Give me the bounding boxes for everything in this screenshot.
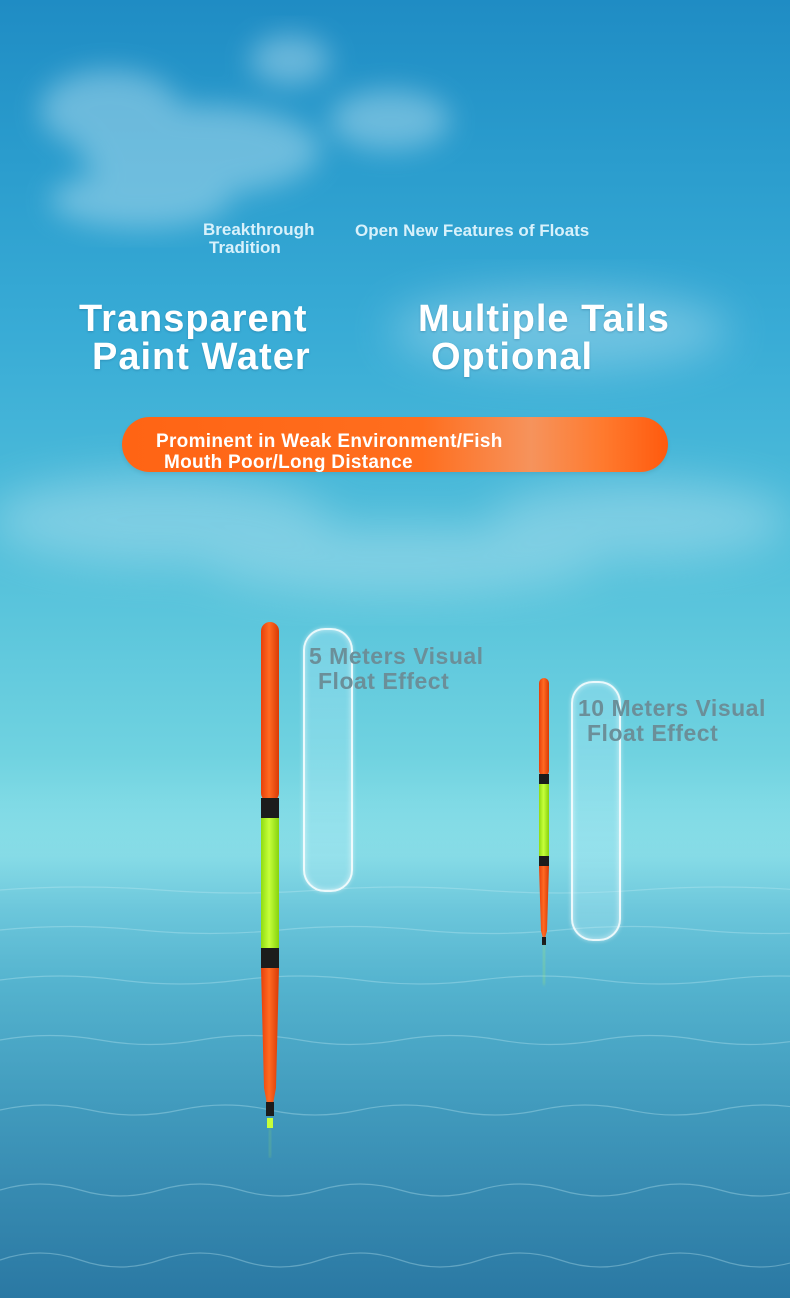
float-10m-band-top <box>539 774 549 784</box>
float-5m-illustration <box>261 622 279 1158</box>
prominent-banner: Prominent in Weak Environment/Fish Mouth… <box>122 417 668 473</box>
float-10m-reflection <box>543 945 545 985</box>
feature-right-line1: Multiple Tails <box>418 298 670 340</box>
banner-text: Prominent in Weak Environment/Fish Mouth… <box>156 431 503 473</box>
banner-line2: Mouth Poor/Long Distance <box>164 452 413 473</box>
float-10m-band-bottom <box>539 856 549 866</box>
glass-tube-5m <box>303 628 353 892</box>
float-5m-tip <box>261 622 279 802</box>
header-open-new-features: Open New Features of Floats <box>355 221 590 240</box>
visual-effect-5m-line1: 5 Meters Visual <box>309 643 484 669</box>
visual-effect-5m-line2: Float Effect <box>318 668 450 694</box>
visual-effect-10m-line1: 10 Meters Visual <box>578 695 766 721</box>
float-5m-stem <box>266 1102 274 1116</box>
banner-line1: Prominent in Weak Environment/Fish <box>156 431 503 452</box>
glass-tube-10m <box>571 681 621 941</box>
float-5m-band-bottom <box>261 948 279 968</box>
float-10m-stem <box>542 937 546 945</box>
float-10m-tip <box>539 678 549 776</box>
float-10m-illustration <box>539 678 549 985</box>
float-5m-green-section <box>261 818 279 948</box>
header-breakthrough: Breakthrough Tradition <box>203 221 314 257</box>
feature-right-line2: Optional <box>431 336 594 378</box>
float-5m-stem-tip <box>267 1118 273 1128</box>
feature-multiple-tails: Multiple Tails Optional <box>418 300 670 376</box>
visual-effect-10m-line2: Float Effect <box>587 720 719 746</box>
float-5m-reflection <box>269 1128 271 1158</box>
float-5m-band-top <box>261 798 279 818</box>
feature-transparent-paint: Transparent Paint Water <box>79 300 311 376</box>
header-left-line1: Breakthrough <box>203 220 315 239</box>
float-5m-body <box>261 968 279 1104</box>
visual-effect-5m-label: 5 Meters Visual Float Effect <box>309 644 484 694</box>
float-10m-body <box>539 866 549 938</box>
feature-left-line2: Paint Water <box>92 336 311 378</box>
float-10m-green-section <box>539 784 549 856</box>
water-surface <box>0 780 790 1298</box>
header-left-line2: Tradition <box>209 238 281 257</box>
feature-left-line1: Transparent <box>79 298 308 340</box>
visual-effect-10m-label: 10 Meters Visual Float Effect <box>578 696 766 746</box>
